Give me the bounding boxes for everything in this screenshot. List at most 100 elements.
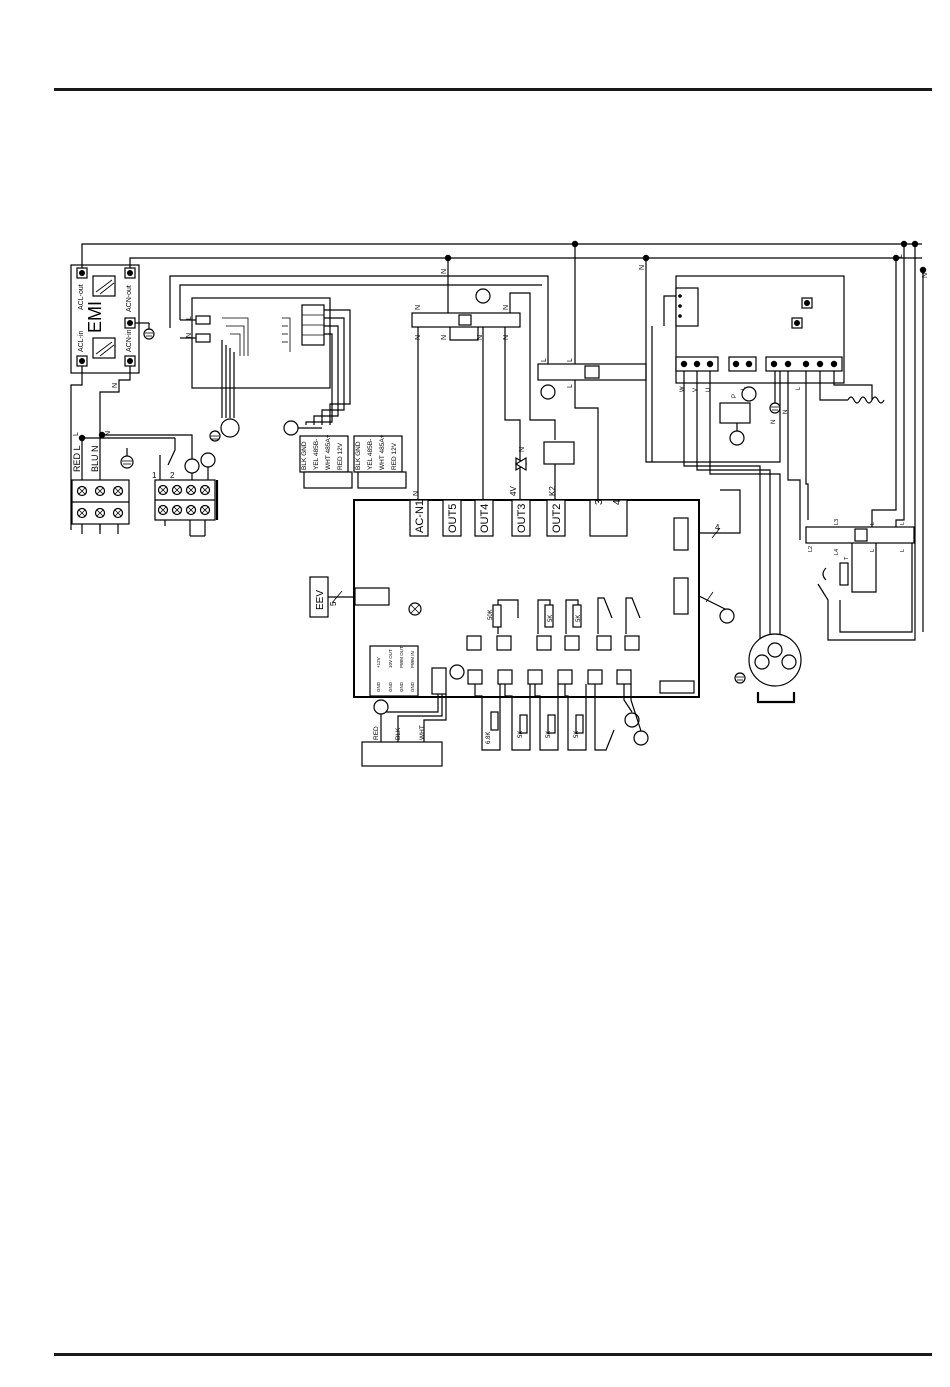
sensor-5k-upper-1: 5K xyxy=(548,615,554,622)
strip-n-2: N xyxy=(441,269,448,274)
driver-n-label-3: N xyxy=(639,265,646,270)
switch-2-label: 2 xyxy=(170,471,175,480)
compressor-icon xyxy=(748,633,802,687)
right-module: L3 L4 L2 T L L L L L N xyxy=(805,244,929,641)
valve-4v-label: 4V xyxy=(509,486,518,496)
ground-icon xyxy=(769,402,781,414)
comm-yel-485b: YEL 485B- xyxy=(367,439,374,470)
pin-gnd-1: GND xyxy=(376,681,381,692)
terminal-screw-mark xyxy=(96,487,104,495)
strip-n-5: N xyxy=(477,335,484,340)
comp-l-1: L xyxy=(541,358,548,362)
relay-coil-icon xyxy=(475,288,491,304)
module-l4-label: L4 xyxy=(834,549,840,555)
strip-n-6: N xyxy=(503,335,510,340)
module-l-label-4: L xyxy=(900,549,906,552)
module-n-label: N xyxy=(922,273,929,278)
ground-icon xyxy=(120,455,134,469)
driver-l-label-2: L xyxy=(796,386,802,390)
blu-n-label: BLU N xyxy=(90,445,100,472)
sensor-icon xyxy=(449,664,465,680)
transformer-area: L N xyxy=(169,275,549,442)
driver-l-label-1: L xyxy=(741,386,747,390)
comm-blk-gnd: BLK GND xyxy=(355,441,362,470)
emi-l-out-label: L xyxy=(73,432,80,436)
valve-n-label: N xyxy=(519,447,526,452)
terminal-screw-mark xyxy=(96,509,104,517)
terminal-screw-mark xyxy=(114,509,122,517)
sensor-icon xyxy=(633,730,649,746)
comm-blk-gnd: BLK GND xyxy=(301,441,308,470)
sensor-5k-lower-1: 5K xyxy=(518,731,524,738)
comp-l-3: L xyxy=(567,384,574,388)
indicator-icon xyxy=(200,452,216,468)
sensor-icon xyxy=(624,712,640,728)
red-l-label: RED L xyxy=(72,445,82,472)
terminal-screw-mark xyxy=(173,486,181,494)
switch-1-label: 1 xyxy=(152,471,157,480)
acl-in-label: ACL-in xyxy=(78,330,85,352)
eev-valve: EEV 5 xyxy=(309,576,355,618)
fan-wire-wht: WHT xyxy=(419,725,426,740)
sensor-50k: 50K xyxy=(488,609,494,620)
reactor-coil-icon xyxy=(847,396,885,404)
module-t-label: T xyxy=(844,556,850,560)
terminal-screw-mark xyxy=(159,486,167,494)
pin-10v-out: 10V OUT xyxy=(388,649,393,668)
driver-u-label: U xyxy=(706,388,712,392)
lower-sensor-area: 6.8K 5K 5K 5K xyxy=(474,684,649,751)
terminal-screw-mark xyxy=(78,487,86,495)
module-l-label-2: L xyxy=(900,522,906,525)
sensor-icon xyxy=(283,420,299,436)
driver-n-label-2: N xyxy=(783,410,789,414)
module-l-label-1: L xyxy=(870,522,876,525)
comm-red-12v: RED 12V xyxy=(337,442,344,470)
eev-count: 5 xyxy=(329,601,338,606)
ground-icon xyxy=(143,328,155,340)
eev-label: EEV xyxy=(315,590,326,610)
compressor: 4 xyxy=(698,465,802,704)
ground-icon xyxy=(734,672,746,684)
sensor-icon xyxy=(719,608,735,624)
module-l-label-3: L xyxy=(870,549,876,552)
emi-label: EMI xyxy=(85,301,105,333)
board-output-out5: OUT5 xyxy=(447,504,459,533)
comp-l-2: L xyxy=(567,358,574,362)
board-sensor-area: 50K 5K 5K xyxy=(449,597,641,685)
strip-n-1: N xyxy=(415,305,422,310)
driver-n-label-1: N xyxy=(771,420,777,424)
strip-n-4: N xyxy=(441,335,448,340)
module-l-label-5: L xyxy=(897,254,904,258)
power-terminal-block xyxy=(71,479,130,534)
acn-out-label: ACN-out xyxy=(126,285,133,312)
board-n-label: N xyxy=(413,491,420,496)
pin-gnd-2: GND xyxy=(388,681,393,692)
fan-wire-blk: BLK xyxy=(395,727,402,740)
driver-p-label: P xyxy=(732,394,738,398)
sensor-5k-lower-3: 5K xyxy=(574,731,580,738)
pin-gnd-3: GND xyxy=(399,681,404,692)
board-terminal-3: 3 xyxy=(594,499,605,505)
terminal-screw-mark xyxy=(187,506,195,514)
fan-wire-red: RED xyxy=(373,726,380,740)
board-terminal-4: 4 xyxy=(612,499,623,505)
board-output-ac-n1: AC-N1 xyxy=(414,500,426,533)
relay-k2-label: K2 xyxy=(548,486,557,496)
sensor-icon xyxy=(729,430,745,446)
relay-k2-icon xyxy=(543,441,575,465)
comm-yel-485b: YEL 485B- xyxy=(313,439,320,470)
main-control-board: AC-N1 OUT5 OUT4 OUT3 OUT2 3 4 N +12V 10V… xyxy=(353,491,700,698)
comm-connector-right: BLK GND YEL 485B- WHT 485A+ RED 12V xyxy=(353,434,407,489)
terminal-screw-mark xyxy=(173,506,181,514)
terminal-screw-mark xyxy=(78,509,86,517)
transformer-l-label: L xyxy=(186,316,193,320)
emi-filter: EMI ACL-out ACN-out ACL-in ACN-in xyxy=(70,264,155,374)
comm-wht-485a: WHT 485A+ xyxy=(379,434,386,470)
sensor-5k-lower-2: 5K xyxy=(546,731,552,738)
board-output-out4: OUT4 xyxy=(479,504,491,533)
terminal-screw-mark xyxy=(201,486,209,494)
bottom-rule xyxy=(54,1353,932,1356)
emi-n-label: N xyxy=(105,431,112,436)
pin-gnd-4: GND xyxy=(410,681,415,692)
